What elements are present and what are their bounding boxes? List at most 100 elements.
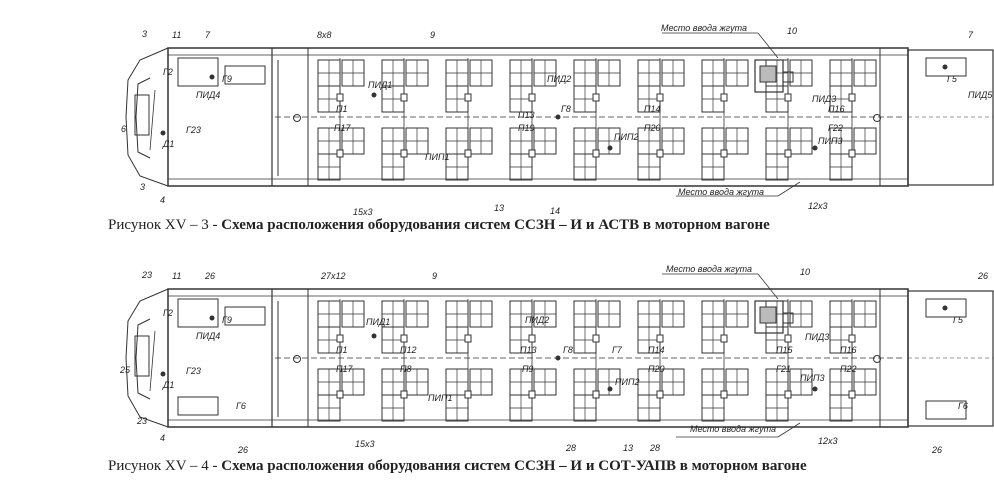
cab-line (149, 330, 156, 392)
adjacent-car-end (907, 49, 994, 186)
label-p13: П13 (518, 110, 535, 120)
module-box (784, 93, 792, 102)
label-g5: Г5 (953, 315, 964, 325)
label-g5: Г5 (947, 74, 958, 84)
caption-xv3-title: Схема расположения оборудования систем С… (221, 217, 770, 233)
label-pip3: ПИП3 (818, 136, 843, 146)
module-box (848, 390, 856, 399)
module-box (656, 149, 664, 158)
label-n26b: 26 (977, 271, 988, 281)
label-p12: П12 (400, 345, 417, 355)
rear-cabinet (925, 57, 967, 77)
caption-xv4-prefix: Рисунок XV – 4 - (108, 458, 218, 474)
module-box (720, 93, 728, 102)
aisle-marker (873, 114, 881, 122)
label-p19: П9 (522, 364, 534, 374)
module-box (400, 390, 408, 399)
label-n7a: 7 (205, 30, 211, 40)
label-n26d: 26 (931, 445, 942, 455)
cab-console (135, 77, 151, 159)
label-n11: 11 (172, 271, 181, 281)
module-box (464, 390, 472, 399)
module-box (848, 334, 856, 343)
label-p21: Г21 (776, 364, 791, 374)
pid4-dot (209, 74, 215, 80)
label-pip3: ПИП3 (800, 373, 825, 383)
cab-nose (125, 288, 169, 428)
label-n4: 4 (160, 195, 165, 205)
control-unit-sub (782, 71, 794, 83)
module-box (656, 93, 664, 102)
pid1-dot (371, 333, 377, 339)
module-box (848, 149, 856, 158)
label-p14: П14 (648, 345, 665, 355)
cab-cabinet (224, 306, 266, 326)
d1-dot (160, 130, 166, 136)
pip2-dot (607, 386, 613, 392)
label-entry_bottom: Место ввода жгута (678, 187, 764, 197)
label-n6: 6 (121, 124, 126, 134)
label-n13: 13 (494, 203, 504, 213)
pip3-dot (812, 145, 818, 151)
label-n23b: 23 (136, 416, 147, 426)
pip3-dot (812, 386, 818, 392)
cab-console (135, 318, 151, 400)
dot-g8 (555, 355, 561, 361)
module-box (528, 93, 536, 102)
label-g9: Г9 (222, 74, 232, 84)
pid5-dot (942, 64, 948, 70)
label-n10: 10 (800, 267, 810, 277)
pid5-dot (942, 305, 948, 311)
module-box (784, 334, 792, 343)
module-box (720, 149, 728, 158)
label-n13: 13 (623, 443, 633, 453)
label-n12x3: 12x3 (808, 201, 828, 211)
control-unit-sub (782, 312, 794, 324)
label-g8: Г8 (561, 104, 571, 114)
module-box (528, 390, 536, 399)
label-n28b: 28 (649, 443, 660, 453)
label-p16: П16 (840, 345, 857, 355)
module-box (528, 334, 536, 343)
label-p18: П8 (400, 364, 412, 374)
label-n12x3: 12x3 (818, 436, 838, 446)
module-box (400, 93, 408, 102)
module-box (400, 149, 408, 158)
label-pid2: ПИД2 (547, 74, 571, 84)
module-box (528, 149, 536, 158)
entry-leader (777, 422, 801, 438)
module-box (656, 334, 664, 343)
label-n15x3: 15x3 (355, 439, 375, 449)
label-pid1: ПИД1 (366, 317, 390, 327)
module-box (464, 149, 472, 158)
caption-xv4-title: Схема расположения оборудования систем С… (221, 458, 807, 474)
cab-desk (134, 94, 150, 136)
cab-nose (125, 47, 169, 187)
label-g23: Г23 (186, 125, 201, 135)
cab-line (149, 89, 156, 151)
label-n15x3: 15x3 (353, 207, 373, 217)
control-unit-inner (759, 306, 777, 324)
aisle-marker (873, 355, 881, 363)
cab-cabinet (177, 396, 219, 416)
label-n9: 9 (432, 271, 437, 281)
cab-desk (134, 335, 150, 377)
label-pip1: ПИП1 (428, 393, 453, 403)
label-pid4: ПИД4 (196, 331, 220, 341)
cab-cabinet (177, 57, 219, 87)
label-p15: П15 (776, 345, 794, 355)
module-box (784, 149, 792, 158)
entry-leader (757, 273, 779, 300)
label-p19: П19 (518, 123, 535, 133)
label-n7b: 7 (968, 30, 974, 40)
label-p17: П17 (336, 364, 354, 374)
entry-leader (777, 181, 801, 197)
module-box (592, 93, 600, 102)
label-n25: 25 (119, 365, 131, 375)
label-p20: П20 (644, 123, 661, 133)
label-n23a: 23 (141, 270, 152, 280)
module-box (336, 93, 344, 102)
module-box (720, 390, 728, 399)
